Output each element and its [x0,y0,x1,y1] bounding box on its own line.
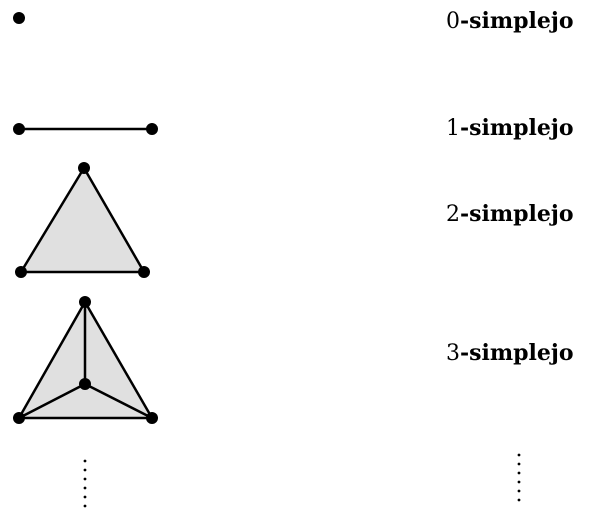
simplex-2 [15,162,150,278]
labels-continuation-dots [517,453,521,502]
label-1-suffix: -simplejo [460,115,574,141]
label-0-number: 0 [446,9,460,34]
simplex-3-edge-left-center [18,382,86,420]
simplex-3-edge-right-center [84,382,153,420]
label-1-simplex: 1-simplejo [446,117,574,140]
simplex-3-vertex-center [79,378,91,390]
simplex-1-vertex-right [146,123,158,135]
simplex-1-vertex-left [13,123,25,135]
figures-continuation-dot [83,459,87,463]
simplex-2-vertex-right [138,266,150,278]
simplex-0 [13,12,25,24]
simplex-3-vertex-right [146,412,158,424]
label-2-simplex: 2-simplejo [446,203,574,226]
labels-continuation-dot [517,453,521,457]
figures-continuation-dot [83,504,87,508]
figures-continuation-dot [83,477,87,481]
figures-continuation-dot [83,495,87,499]
figures-continuation-dot [83,468,87,472]
labels-continuation-dot [517,480,521,484]
label-2-suffix: -simplejo [460,201,574,227]
labels-continuation-dot [517,498,521,502]
simplex-3-vertex-left [13,412,25,424]
label-3-suffix: -simplejo [460,340,574,366]
simplex-3-vertex-top [79,296,91,308]
simplex-2-vertex-top [78,162,90,174]
labels-continuation-dot [517,462,521,466]
figures-continuation-dot [83,486,87,490]
label-0-simplex: 0-simplejo [446,10,574,33]
simplex-3 [13,296,158,424]
label-1-number: 1 [446,116,460,141]
simplex-1 [13,123,158,135]
figures-continuation-dots [83,459,87,508]
labels-continuation-dot [517,489,521,493]
simplex-2-vertex-left [15,266,27,278]
label-3-number: 3 [446,341,460,366]
simplex-0-vertex [13,12,25,24]
simplex-2-face [19,166,146,274]
label-0-suffix: -simplejo [460,8,574,34]
label-3-simplex: 3-simplejo [446,342,574,365]
labels-continuation-dot [517,471,521,475]
label-2-number: 2 [446,202,460,227]
